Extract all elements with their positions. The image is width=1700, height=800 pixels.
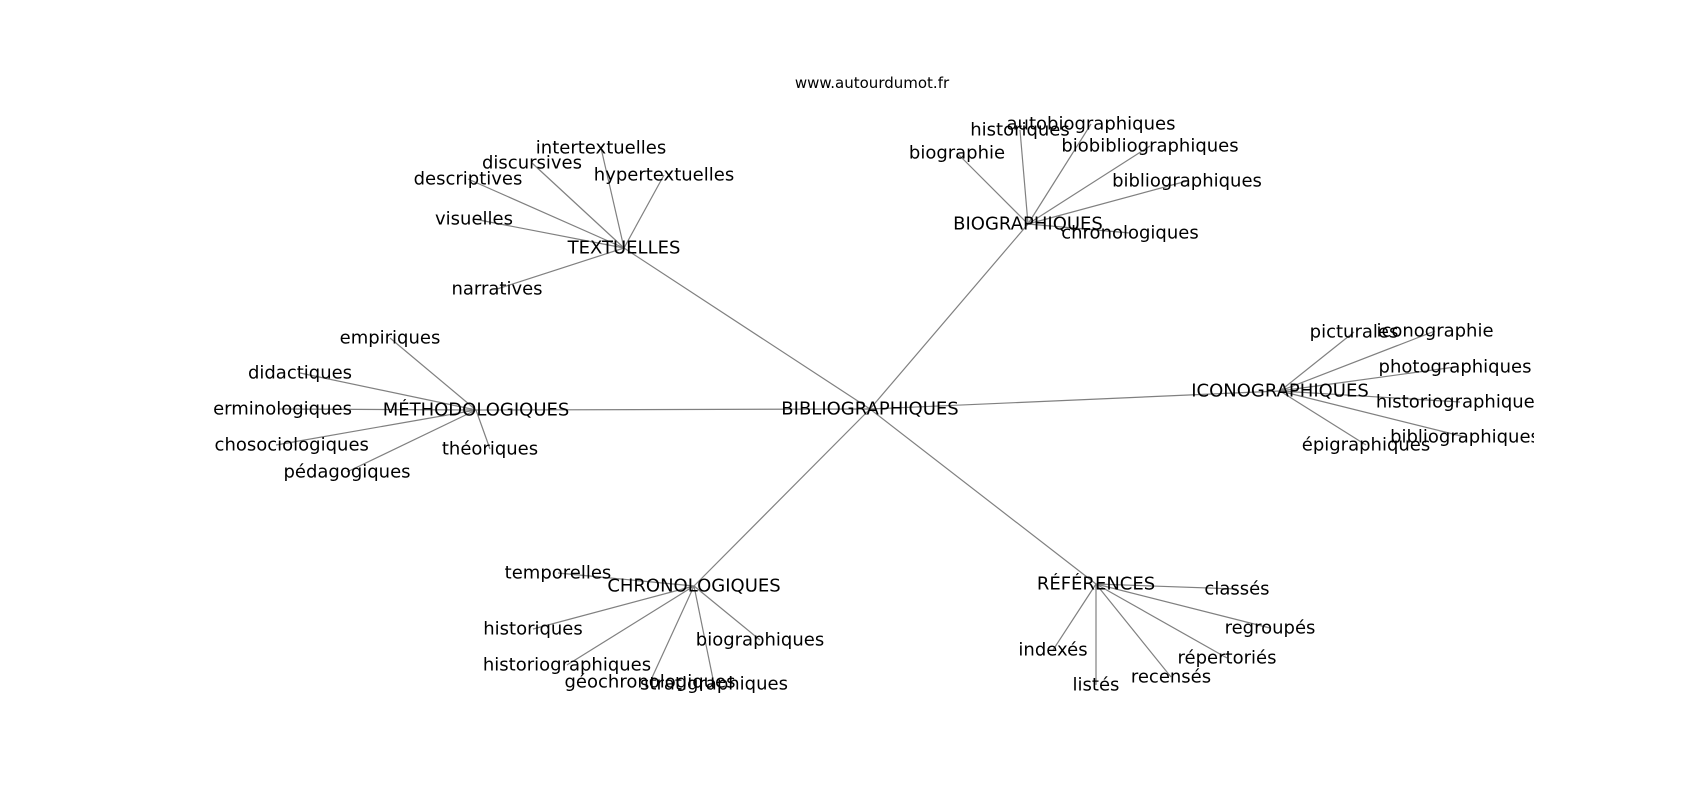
word-node-textuelles-1: discursives [482,153,582,174]
word-node-chronologiques-5: biographiques [696,630,824,651]
edge-chronologiques-5 [693,585,761,641]
edge-textuelles-1 [531,162,625,249]
edge-biographiques-1 [1027,123,1092,225]
word-node-iconographiques-1: iconographie [1376,321,1493,342]
word-node-chronologiques-0: temporelles [505,563,612,584]
word-node-iconographiques-5: épigraphiques [1302,435,1430,456]
edge-root-methodologiques [475,408,871,411]
word-node-biographiques-3: biobibliographiques [1061,136,1238,157]
word-node-iconographiques-3: historiographiques [1376,392,1544,413]
edge-iconographiques-0 [1279,331,1355,392]
edge-chronologiques-4 [693,585,715,685]
hub-node-chronologiques: CHRONOLOGIQUES [607,576,780,597]
edge-methodologiques-0 [389,337,477,411]
hub-node-methodologiques: MÉTHODOLOGIQUES [383,399,570,421]
hub-node-references: RÉFÉRENCES [1037,573,1155,595]
word-node-references-4: listés [1073,675,1120,696]
edge-iconographiques-2 [1279,366,1456,392]
word-node-biographiques-0: historiques [970,120,1070,141]
edge-references-1 [1095,583,1271,629]
word-node-methodologiques-5: pédagogiques [283,462,410,483]
word-node-textuelles-5: narratives [451,279,542,300]
edge-iconographiques-4 [1279,390,1466,438]
source-credit: www.autourdumot.fr [795,74,950,92]
hub-node-iconographiques: ICONOGRAPHIQUES [1191,381,1369,402]
edge-methodologiques-3 [275,409,477,446]
edge-biographiques-0 [1019,129,1029,225]
edge-root-biographiques [869,223,1029,410]
word-node-references-5: recensés [1131,667,1211,688]
edge-iconographiques-1 [1279,330,1436,392]
edge-root-chronologiques [693,408,871,587]
word-node-biographiques-5: chronologiques [1061,223,1198,244]
word-node-methodologiques-3: psychosociologiques [183,435,369,456]
edge-textuelles-3 [623,174,665,249]
word-node-chronologiques-4: stratigraphiques [640,674,788,695]
word-node-references-3: répertoriés [1178,648,1277,669]
word-node-textuelles-3: hypertextuelles [594,165,734,186]
edge-biographiques-2 [956,152,1029,225]
word-node-biographiques-4: bibliographiques [1112,171,1262,192]
word-node-methodologiques-2: terminologiques [206,399,352,420]
edge-textuelles-2 [467,178,625,249]
word-node-iconographiques-0: picturales [1310,322,1399,343]
edge-chronologiques-0 [557,572,695,587]
edge-chronologiques-2 [566,585,695,666]
word-node-biographiques-2: biographie [909,143,1005,164]
word-node-textuelles-4: visuelles [435,209,513,230]
edge-root-iconographiques [869,390,1281,410]
edge-chronologiques-3 [649,585,695,683]
edge-root-references [869,408,1097,585]
hub-node-biographiques: BIOGRAPHIQUES [953,214,1103,235]
edge-root-textuelles [623,247,871,410]
edge-iconographiques-3 [1279,390,1461,403]
edge-methodologiques-5 [346,409,477,473]
word-node-biographiques-1: autobiographiques [1007,114,1176,135]
word-node-methodologiques-4: théoriques [442,439,538,460]
edge-methodologiques-4 [475,409,491,450]
edge-references-3 [1095,583,1228,659]
word-node-textuelles-0: intertextuelles [536,138,666,159]
edge-chronologiques-1 [532,585,695,630]
edge-references-0 [1095,583,1238,590]
edge-textuelles-5 [496,247,625,290]
edge-references-5 [1095,583,1172,678]
edge-biographiques-4 [1027,180,1188,225]
word-node-methodologiques-0: empiriques [340,328,441,349]
word-node-chronologiques-3: géochronologiques [565,672,736,693]
graph-edges [275,123,1466,685]
word-node-references-2: indexés [1018,640,1087,661]
word-node-iconographiques-4: bibliographiques [1390,427,1540,448]
word-node-chronologiques-2: historiographiques [483,655,651,676]
edge-biographiques-3 [1027,145,1151,225]
word-node-textuelles-2: descriptives [414,169,523,190]
word-node-chronologiques-1: historiques [483,619,583,640]
edge-textuelles-4 [473,218,625,249]
word-node-references-0: classés [1204,579,1269,600]
edge-textuelles-0 [600,147,625,249]
edge-methodologiques-1 [299,372,477,411]
edge-references-2 [1052,583,1097,651]
word-node-references-1: regroupés [1225,618,1316,639]
hub-node-textuelles: TEXTUELLES [567,238,681,259]
edge-biographiques-5 [1027,223,1131,234]
edge-iconographiques-5 [1279,390,1367,446]
word-node-iconographiques-2: photographiques [1379,357,1532,378]
edge-methodologiques-2 [278,408,477,411]
word-node-methodologiques-1: didactiques [248,363,352,384]
root-node-label: BIBLIOGRAPHIQUES [781,399,958,420]
